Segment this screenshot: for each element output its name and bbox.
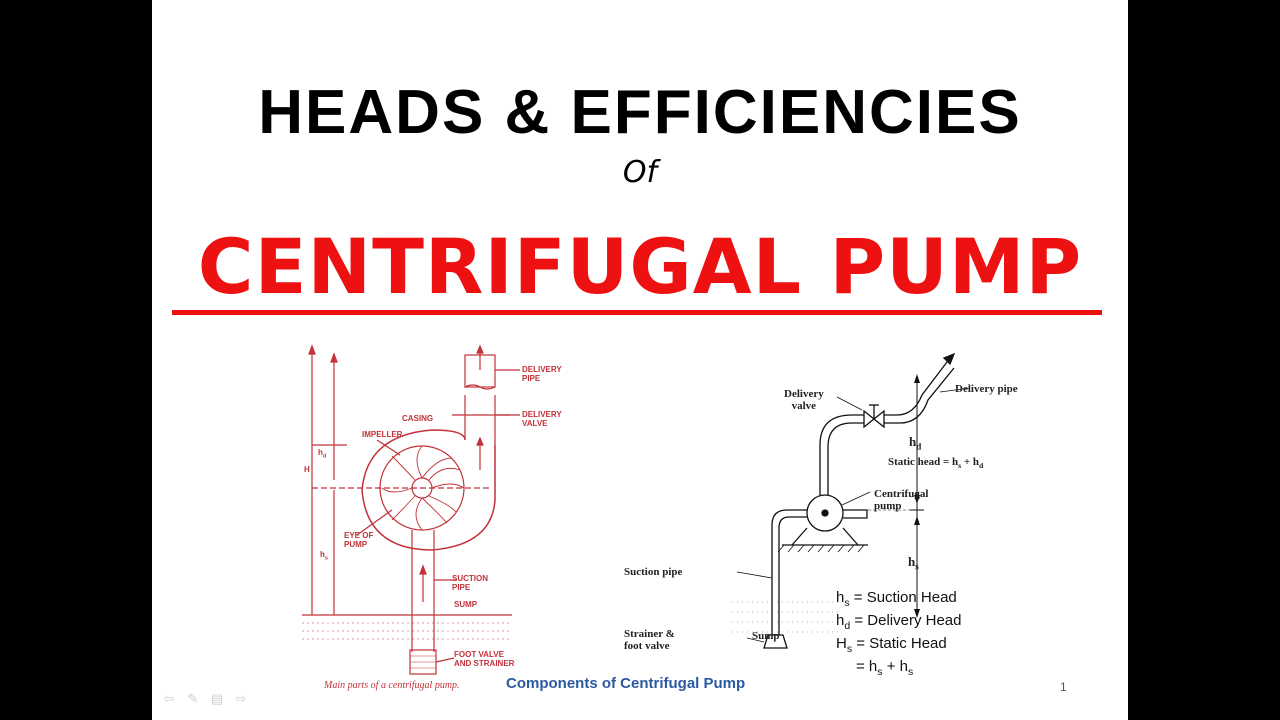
slide: HEADS & EFFICIENCIES Of CENTRIFUGAL PUMP — [152, 0, 1128, 720]
label-sump-left: SUMP — [454, 600, 478, 609]
legend-item-delivery: hd = Delivery Head — [836, 612, 962, 632]
label-hs-left: hs — [320, 550, 329, 562]
label-hs-right: hs — [908, 554, 919, 572]
suction-pipe-right — [771, 509, 807, 635]
menu-icon[interactable]: ▤ — [210, 691, 224, 706]
legend-item-suction: hs = Suction Head — [836, 589, 957, 609]
slide-nav-controls: ⇦ ✎ ▤ ⇨ — [160, 692, 250, 706]
strainer-symbol — [763, 634, 788, 649]
page-number: 1 — [1060, 680, 1067, 694]
title-heads-efficiencies: HEADS & EFFICIENCIES — [258, 78, 1022, 147]
title-centrifugal-pump: CENTRIFUGAL PUMP — [197, 222, 1083, 311]
label-casing: CASING — [402, 414, 434, 423]
legend: hs = Suction Head hd = Delivery Head Hs … — [836, 589, 962, 681]
label-hd-left: hd — [318, 448, 327, 460]
delivery-pipe-upper — [884, 361, 948, 416]
label-suction-pipe-right: Suction pipe — [624, 566, 683, 578]
right-pump-diagram — [732, 352, 971, 649]
pen-icon[interactable]: ✎ — [187, 691, 199, 706]
label-delivery-pipe-right: Delivery pipe — [955, 383, 1018, 395]
title-underline — [172, 310, 1102, 315]
caption-right: Components of Centrifugal Pump — [506, 675, 746, 692]
title-of: Of — [622, 155, 658, 190]
delivery-valve-symbol — [863, 409, 876, 429]
next-arrow-icon[interactable]: ⇨ — [235, 691, 247, 706]
legend-item-static: Hs = Static Head — [836, 635, 947, 655]
casing — [361, 429, 496, 551]
label-hd-right: hd — [909, 434, 922, 452]
left-pump-diagram — [302, 344, 520, 675]
label-impeller: IMPELLER — [362, 430, 403, 439]
centrifugal-pump-body — [806, 494, 844, 532]
arrow-head — [308, 344, 316, 355]
label-static-head: Static head = hs + hd — [888, 456, 984, 471]
label-H: H — [304, 465, 310, 474]
label-strainer-foot-valve: Strainer &foot valve — [624, 628, 675, 652]
prev-arrow-icon[interactable]: ⇦ — [163, 691, 175, 706]
label-sump-right: Sump — [752, 630, 780, 642]
legend-item-static-formula: = hs + hs — [856, 658, 914, 678]
delivery-pipe-lower — [819, 414, 864, 495]
caption-left: Main parts of a centrifugal pump. — [324, 680, 460, 691]
